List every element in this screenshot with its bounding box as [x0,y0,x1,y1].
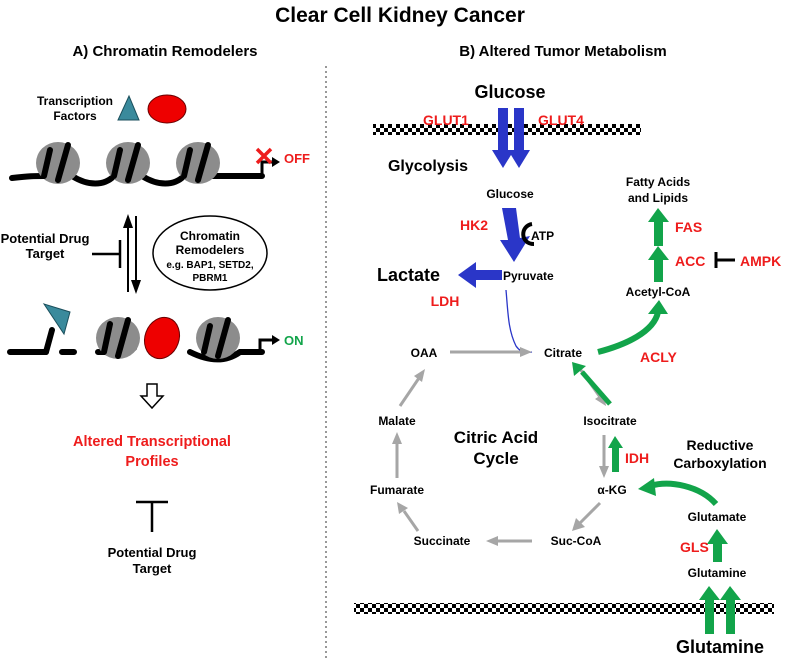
oaa-label: OAA [411,346,438,360]
isocitrate-label: Isocitrate [583,414,637,428]
drug-target-line2: Target [26,246,65,261]
chromatin-off: OFF [9,142,310,187]
atp-label: ATP [531,229,554,243]
drug-target2-line1: Potential Drug [108,545,197,560]
glut4-label: GLUT4 [538,112,584,128]
on-label: ON [284,333,304,348]
tf-label-line1: Transcription [37,94,113,108]
drug-target-line1: Potential Drug [1,231,90,246]
acc-label: ACC [675,253,705,269]
cycle-title-line1: Citric Acid [454,428,538,447]
remodelers-line2: Remodelers [176,243,245,257]
tf-oval-icon [147,94,187,124]
glutamate-label: Glutamate [688,510,747,524]
malate-label: Malate [378,414,416,428]
glutamine-extracellular: Glutamine [676,637,764,657]
glut1-label: GLUT1 [423,112,469,128]
glutamate-to-akg-arrow [649,480,719,507]
altered-profiles-line2: Profiles [125,454,178,470]
ldh-label: LDH [431,293,460,309]
acly-arrow [597,311,661,355]
glutamine-transport-arrows [699,586,741,634]
atp-hook-icon [521,222,535,246]
cycle-title-line2: Cycle [473,449,518,468]
gls-label: GLS [680,539,709,555]
glut-transport-arrows [492,108,530,168]
glutamine-intracellular: Glutamine [688,566,747,580]
glycolysis-label: Glycolysis [388,158,468,175]
reductive-line1: Reductive [687,437,754,453]
remodelers-line1: Chromatin [180,229,240,243]
succoa-label: Suc-CoA [551,534,602,548]
panel-b: B) Altered Tumor Metabolism Glucose GLUT… [354,43,781,657]
acetyl-coa-label: Acetyl-CoA [626,285,691,299]
fumarate-label: Fumarate [370,483,424,497]
off-x-icon [255,147,273,165]
hk2-arrow [500,208,530,262]
ldh-arrow [458,262,502,288]
drug-target2-line2: Target [133,561,172,576]
remodelers-line4: PBRM1 [192,273,227,284]
reductive-isocitrate-arrow [580,370,612,406]
reversible-arrows [123,214,141,294]
fatty-acids-line2: and Lipids [628,191,688,205]
idh-label: IDH [625,450,649,466]
bound-tf-oval-icon [143,316,181,360]
pyruvate-label: Pyruvate [503,269,554,283]
inhibition-bar-vertical [136,500,168,532]
gls-arrow [713,542,722,562]
main-title: Clear Cell Kidney Cancer [275,4,525,27]
fas-label: FAS [675,219,702,235]
remodelers-line3: e.g. BAP1, SETD2, [166,260,253,271]
bound-tf-triangle-icon [42,303,71,336]
off-label: OFF [284,151,310,166]
tf-label-line2: Factors [53,109,97,123]
akg-label: α-KG [597,483,626,497]
cell-membrane-bottom [354,603,774,614]
glucose-intracellular: Glucose [486,187,534,201]
hk2-label: HK2 [460,217,488,233]
acly-label: ACLY [640,349,677,365]
inhibition-symbol [92,240,122,268]
chromatin-on: ON [7,303,304,363]
panel-a: A) Chromatin Remodelers Transcription Fa… [1,43,310,576]
hollow-down-arrow-icon [139,383,165,410]
glucose-extracellular: Glucose [474,82,545,102]
lipid-synthesis-arrows [648,208,669,282]
lactate-label: Lactate [377,265,440,285]
idh-reverse-arrow [612,446,619,472]
altered-profiles-line1: Altered Transcriptional [73,434,231,450]
panel-b-title: B) Altered Tumor Metabolism [459,43,667,60]
ampk-inhibition-symbol [714,252,735,268]
panel-a-title: A) Chromatin Remodelers [72,43,257,60]
pyruvate-to-citrate-line [505,289,533,353]
succinate-label: Succinate [414,534,471,548]
chromatin-remodelers-oval [152,215,268,291]
ampk-label: AMPK [740,253,781,269]
reductive-line2: Carboxylation [673,455,766,471]
fatty-acids-line1: Fatty Acids [626,175,691,189]
tf-triangle-icon [117,94,140,121]
citrate-label: Citrate [544,346,582,360]
